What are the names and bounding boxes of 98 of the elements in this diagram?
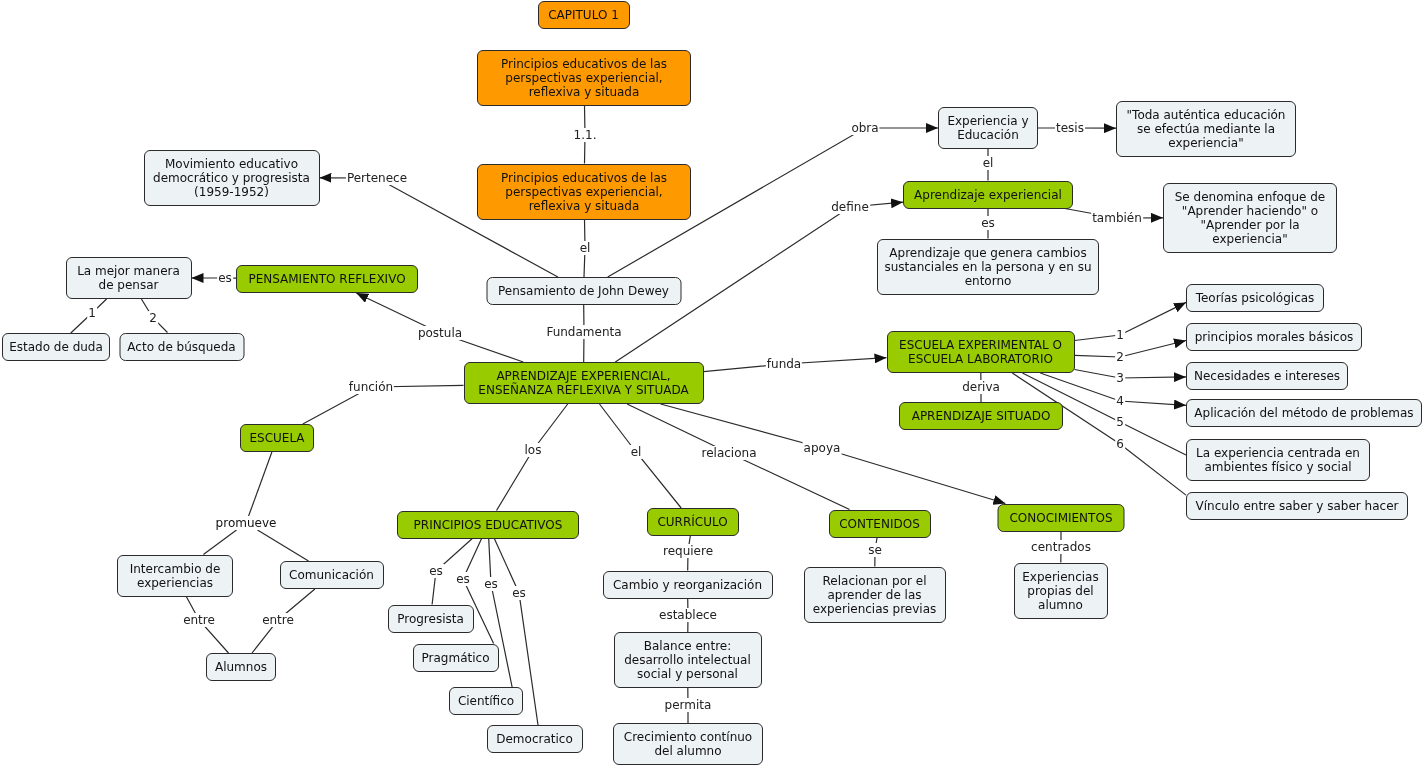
concept-box: Crecimiento contínuo del alumno	[613, 723, 763, 765]
connector-line	[70, 298, 108, 334]
edge-label: Pertenece	[345, 171, 409, 185]
concept-box: Aplicación del método de problemas	[1186, 399, 1422, 427]
arrow	[1073, 338, 1187, 358]
concept-box: Principios educativos de las perspectivas experiencial, reflexiva y situada	[477, 163, 691, 220]
concept-box: Pensamiento de John Dewey	[486, 277, 681, 305]
concept-box: Progresista	[387, 604, 474, 633]
edge-label: el	[629, 445, 643, 459]
edge-label: 6	[1115, 437, 1125, 451]
edge-label: 2	[1115, 350, 1125, 364]
concept-box: principios morales básicos	[1186, 323, 1362, 351]
edge-label: es	[483, 577, 499, 591]
arrow	[1039, 372, 1187, 410]
edge-label: 4	[1115, 394, 1125, 408]
edge-label: se	[867, 543, 883, 557]
concept-box: PRINCIPIOS EDUCATIVOS	[397, 510, 579, 539]
edge-label: tesis	[1055, 121, 1085, 135]
edge-label: 1	[1115, 328, 1125, 342]
edge-label: es	[428, 564, 444, 578]
concept-box: Intercambio de experiencias	[117, 554, 233, 597]
edge-label: obra	[850, 121, 880, 135]
concept-box: CONTENIDOS	[828, 509, 931, 538]
concept-box: Balance entre: desarrollo intelectual social y personal	[613, 632, 762, 688]
concept-box: PENSAMIENTO REFLEXIVO	[236, 265, 418, 293]
edge-label: relaciona	[700, 446, 758, 460]
edge-label: función	[347, 380, 395, 394]
concept-box: APRENDIZAJE SITUADO	[899, 402, 1063, 430]
edge-label: Fundamenta	[545, 325, 623, 339]
edge-label: 1.1.	[572, 128, 598, 142]
concept-box: Estado de duda	[2, 333, 110, 361]
concept-box: Cambio y reorganización	[602, 570, 773, 599]
edge-label: establece	[658, 608, 718, 622]
concept-box: Pragmático	[412, 643, 499, 672]
connector-line	[1011, 372, 1187, 496]
edge-label: 1	[87, 306, 97, 320]
arrow	[660, 403, 1006, 505]
concept-box: La mejor manera de pensar	[65, 257, 192, 299]
edge-label: 2	[148, 311, 158, 325]
concept-box: Se denomina enfoque de "Aprender haciendo" o "Aprender por la experiencia"	[1163, 182, 1337, 253]
concept-box: Aprendizaje experiencial	[903, 180, 1073, 209]
edge-label: es	[511, 586, 527, 600]
concept-box: La experiencia centrada en ambientes físico y social	[1186, 438, 1370, 481]
concept-box: CONOCIMIENTOS	[997, 503, 1125, 532]
edge-label: el	[981, 156, 995, 170]
concept-box: Comunicación	[279, 561, 384, 589]
edge-label: centrados	[1030, 540, 1092, 554]
edge-label: requiere	[662, 544, 714, 558]
edge-label: 5	[1115, 415, 1125, 429]
connector-line	[488, 537, 513, 688]
edge-label: apoya	[802, 441, 842, 455]
edge-label: permita	[663, 698, 713, 712]
concept-box: Vínculo entre saber y saber hacer	[1186, 492, 1408, 520]
connector-line	[493, 537, 539, 726]
arrow	[607, 123, 939, 278]
connector-line	[248, 451, 273, 517]
concept-box: Teorías psicológicas	[1186, 284, 1324, 312]
concept-box: ESCUELA EXPERIMENTAL O ESCUELA LABORATORIO	[886, 331, 1075, 373]
connector-line	[874, 536, 878, 568]
arrow	[1073, 368, 1187, 383]
edge-label: el	[578, 241, 592, 255]
concept-box: CURRÍCULO	[646, 508, 739, 536]
concept-box: Experiencia y Educación	[938, 107, 1038, 149]
concept-box: Democratico	[486, 725, 583, 753]
concept-box: Necesidades e intereses	[1186, 361, 1348, 390]
concept-box: Acto de búsqueda	[119, 332, 244, 361]
concept-box: CAPITULO 1	[537, 0, 630, 29]
edge-label: los	[523, 443, 543, 457]
arrow	[1073, 301, 1187, 342]
connector-line	[256, 529, 310, 562]
edge-label: es	[455, 572, 471, 586]
connector-line	[431, 537, 473, 606]
concept-box: Movimiento educativo democrático y progresista (1959-1952)	[143, 149, 320, 206]
connector-line	[598, 403, 682, 509]
linking-phrase: promueve	[214, 516, 278, 530]
edge-label: funda	[765, 357, 803, 371]
concept-box: Relacionan por el aprender de las experiencias previas	[803, 566, 946, 623]
concept-box: "Toda auténtica educación se efectúa mediante la experiencia"	[1116, 100, 1296, 157]
concept-box: Alumnos	[206, 653, 276, 681]
edge-label: postula	[416, 326, 464, 340]
arrow	[614, 198, 904, 363]
edge-label: entre	[261, 613, 295, 627]
edge-label: entre	[182, 613, 216, 627]
edge-label: es	[980, 216, 996, 230]
edge-label: define	[830, 200, 870, 214]
edge-label: 3	[1115, 371, 1125, 385]
concept-box: Científico	[449, 687, 523, 715]
connector-line	[1021, 372, 1187, 456]
concept-box: ESCUELA	[240, 424, 314, 452]
edge-label: también	[1091, 211, 1143, 225]
connector-line	[987, 207, 989, 240]
connector-line	[202, 529, 238, 556]
concept-box: Aprendizaje que genera cambios sustanciales en la persona y en su entorno	[877, 238, 1099, 295]
edge-label: deriva	[961, 380, 1001, 394]
concept-box: Principios educativos de las perspectivas experiencial, reflexiva y situada	[477, 49, 691, 106]
concept-box: APRENDIZAJE EXPERIENCIAL, ENSEÑANZA REFLEXIVA Y SITUADA	[463, 362, 704, 404]
concept-box: Experiencias propias del alumno	[1013, 562, 1108, 619]
connector-line	[495, 403, 569, 512]
